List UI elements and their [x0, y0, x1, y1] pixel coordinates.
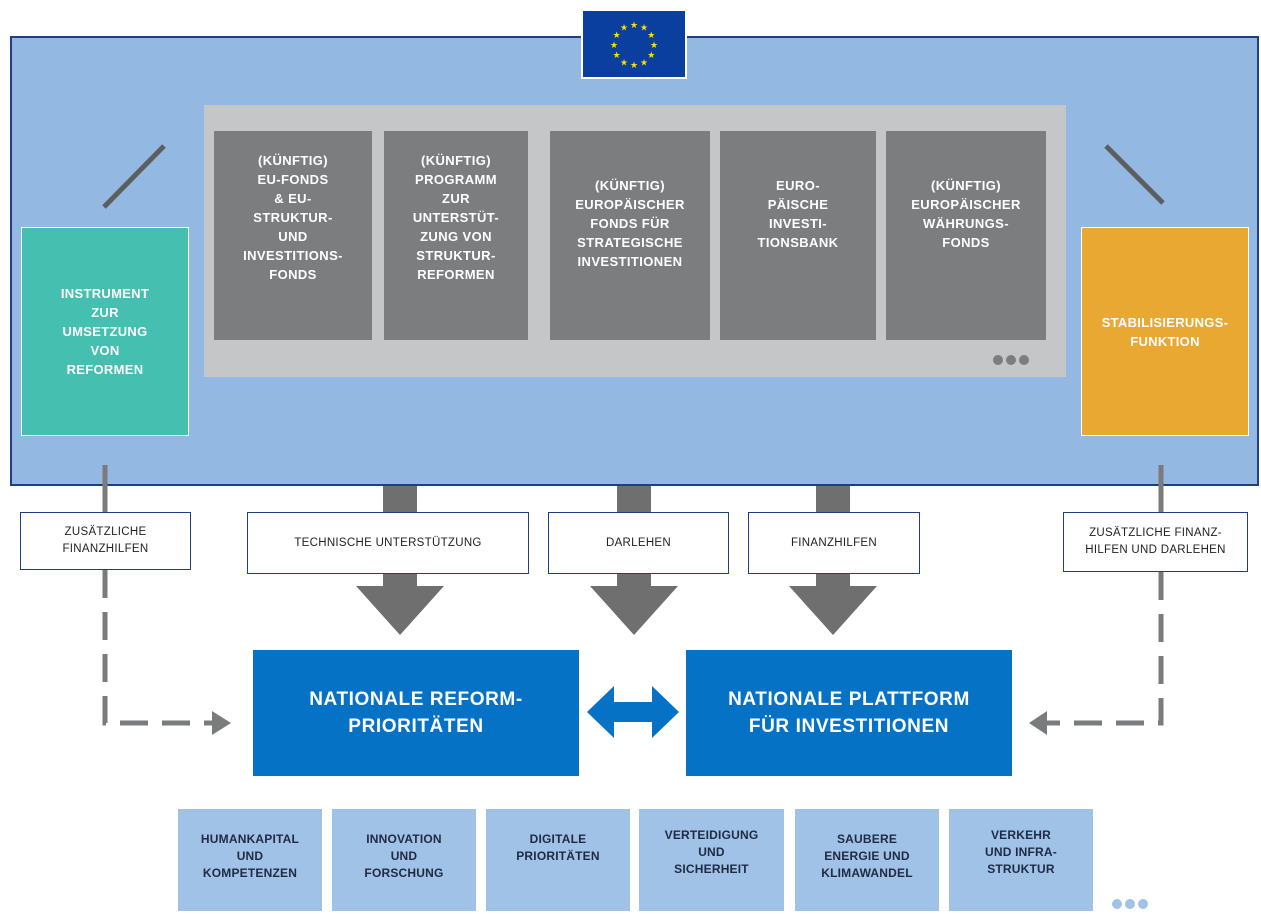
left-dashed-connector	[102, 570, 212, 726]
fund-label: (KÜNFTIG) EU-FONDS & EU- STRUKTUR- UND I…	[243, 153, 343, 282]
priority-label: VERKEHR UND INFRA- STRUKTUR	[985, 828, 1057, 876]
dot	[1112, 899, 1122, 909]
priority-human-capital: HUMANKAPITAL UND KOMPETENZEN	[178, 809, 322, 911]
svg-text:★: ★	[613, 31, 621, 41]
stabilisation-function-box: STABILISIERUNGS- FUNKTION	[1081, 227, 1249, 436]
fund-structural-reform-programme: (KÜNFTIG) PROGRAMM ZUR UNTERSTÜT- ZUNG V…	[384, 131, 528, 340]
eu-flag-icon: ★ ★ ★ ★ ★ ★ ★ ★ ★ ★ ★ ★	[581, 9, 687, 79]
national-investment-platform: NATIONALE PLATTFORM FÜR INVESTITIONEN	[686, 650, 1012, 776]
eu-flag-stars: ★ ★ ★ ★ ★ ★ ★ ★ ★ ★ ★ ★	[610, 21, 658, 71]
fund-european-monetary-fund: (KÜNFTIG) EUROPÄISCHER WÄHRUNGS- FONDS	[886, 131, 1046, 340]
priority-label: SAUBERE ENERGIE UND KLIMAWANDEL	[821, 832, 913, 880]
priority-digital: DIGITALE PRIORITÄTEN	[486, 809, 630, 911]
fund-label: EURO- PÄISCHE INVESTI- TIONSBANK	[757, 178, 839, 250]
left-diagonal-line	[102, 144, 166, 209]
label-text: ZUSÄTZLICHE FINANZHILFEN	[62, 526, 149, 555]
svg-text:★: ★	[650, 41, 658, 51]
left-dashed-arrowhead	[212, 711, 231, 735]
national-reform-label: NATIONALE REFORM- PRIORITÄTEN	[309, 689, 523, 737]
label-text: ZUSÄTZLICHE FINANZ- HILFEN UND DARLEHEN	[1085, 527, 1226, 556]
technical-arrow-stem	[383, 574, 417, 586]
label-text: DARLEHEN	[605, 536, 672, 549]
priority-clean-energy-climate: SAUBERE ENERGIE UND KLIMAWANDEL	[795, 809, 939, 911]
right-dashed-connector	[1047, 572, 1164, 726]
reform-instrument-label: INSTRUMENT ZUR UMSETZUNG VON REFORMEN	[60, 286, 150, 377]
right-dashed-arrowhead	[1029, 711, 1047, 735]
svg-text:★: ★	[620, 24, 628, 34]
svg-text:★: ★	[647, 51, 655, 61]
fund-label: (KÜNFTIG) PROGRAMM ZUR UNTERSTÜT- ZUNG V…	[412, 153, 500, 282]
label-loans: DARLEHEN	[548, 512, 729, 574]
dot	[993, 355, 1003, 365]
fund-strategic-investments: (KÜNFTIG) EUROPÄISCHER FONDS FÜR STRATEG…	[550, 131, 710, 340]
national-investment-label: NATIONALE PLATTFORM FÜR INVESTITIONEN	[728, 689, 970, 737]
stabilisation-function-label: STABILISIERUNGS- FUNKTION	[1101, 314, 1229, 349]
fund-european-investment-bank: EURO- PÄISCHE INVESTI- TIONSBANK	[720, 131, 876, 340]
svg-text:★: ★	[620, 58, 628, 68]
dot	[1006, 355, 1016, 365]
priority-label: DIGITALE PRIORITÄTEN	[516, 832, 600, 863]
grants-arrow-head	[789, 586, 877, 635]
svg-text:★: ★	[613, 51, 621, 61]
loans-arrow-head	[590, 586, 678, 635]
dot	[1019, 355, 1029, 365]
svg-text:★: ★	[630, 61, 638, 71]
reform-instrument-box: INSTRUMENT ZUR UMSETZUNG VON REFORMEN	[21, 227, 189, 436]
priority-defence-security: VERTEIDIGUNG UND SICHERHEIT	[639, 809, 784, 911]
grants-arrow-stem-top	[816, 486, 850, 512]
svg-text:★: ★	[647, 31, 655, 41]
fund-label: (KÜNFTIG) EUROPÄISCHER WÄHRUNGS- FONDS	[911, 178, 1021, 250]
fund-eu-structural-investment: (KÜNFTIG) EU-FONDS & EU- STRUKTUR- UND I…	[214, 131, 372, 340]
double-arrow-icon	[587, 686, 679, 738]
right-diagonal-line	[1104, 144, 1165, 205]
loans-arrow-stem-top	[617, 486, 651, 512]
fund-label: (KÜNFTIG) EUROPÄISCHER FONDS FÜR STRATEG…	[575, 178, 685, 269]
national-reform-priorities: NATIONALE REFORM- PRIORITÄTEN	[253, 650, 579, 776]
priority-innovation-research: INNOVATION UND FORSCHUNG	[332, 809, 476, 911]
svg-text:★: ★	[610, 41, 618, 51]
label-text: TECHNISCHE UNTERSTÜTZUNG	[294, 536, 482, 549]
technical-arrow-head	[356, 586, 444, 635]
technical-arrow-stem-top	[383, 486, 417, 512]
ellipsis-icon	[1112, 896, 1157, 909]
priority-transport-infrastructure: VERKEHR UND INFRA- STRUKTUR	[949, 809, 1093, 911]
priority-label: INNOVATION UND FORSCHUNG	[364, 832, 444, 880]
dot	[1138, 899, 1148, 909]
svg-text:★: ★	[630, 21, 638, 31]
grants-arrow-stem	[816, 574, 850, 586]
loans-arrow-stem	[617, 574, 651, 586]
svg-text:★: ★	[640, 24, 648, 34]
label-text: FINANZHILFEN	[790, 536, 878, 549]
label-additional-grants-loans: ZUSÄTZLICHE FINANZ- HILFEN UND DARLEHEN	[1063, 512, 1248, 572]
priority-label: HUMANKAPITAL UND KOMPETENZEN	[200, 832, 300, 880]
label-technical-support: TECHNISCHE UNTERSTÜTZUNG	[247, 512, 529, 574]
label-grants: FINANZHILFEN	[748, 512, 920, 574]
dot	[1125, 899, 1135, 909]
svg-text:★: ★	[640, 58, 648, 68]
label-additional-grants: ZUSÄTZLICHE FINANZHILFEN	[20, 512, 191, 570]
priority-label: VERTEIDIGUNG UND SICHERHEIT	[664, 828, 759, 876]
ellipsis-icon	[993, 352, 1038, 365]
